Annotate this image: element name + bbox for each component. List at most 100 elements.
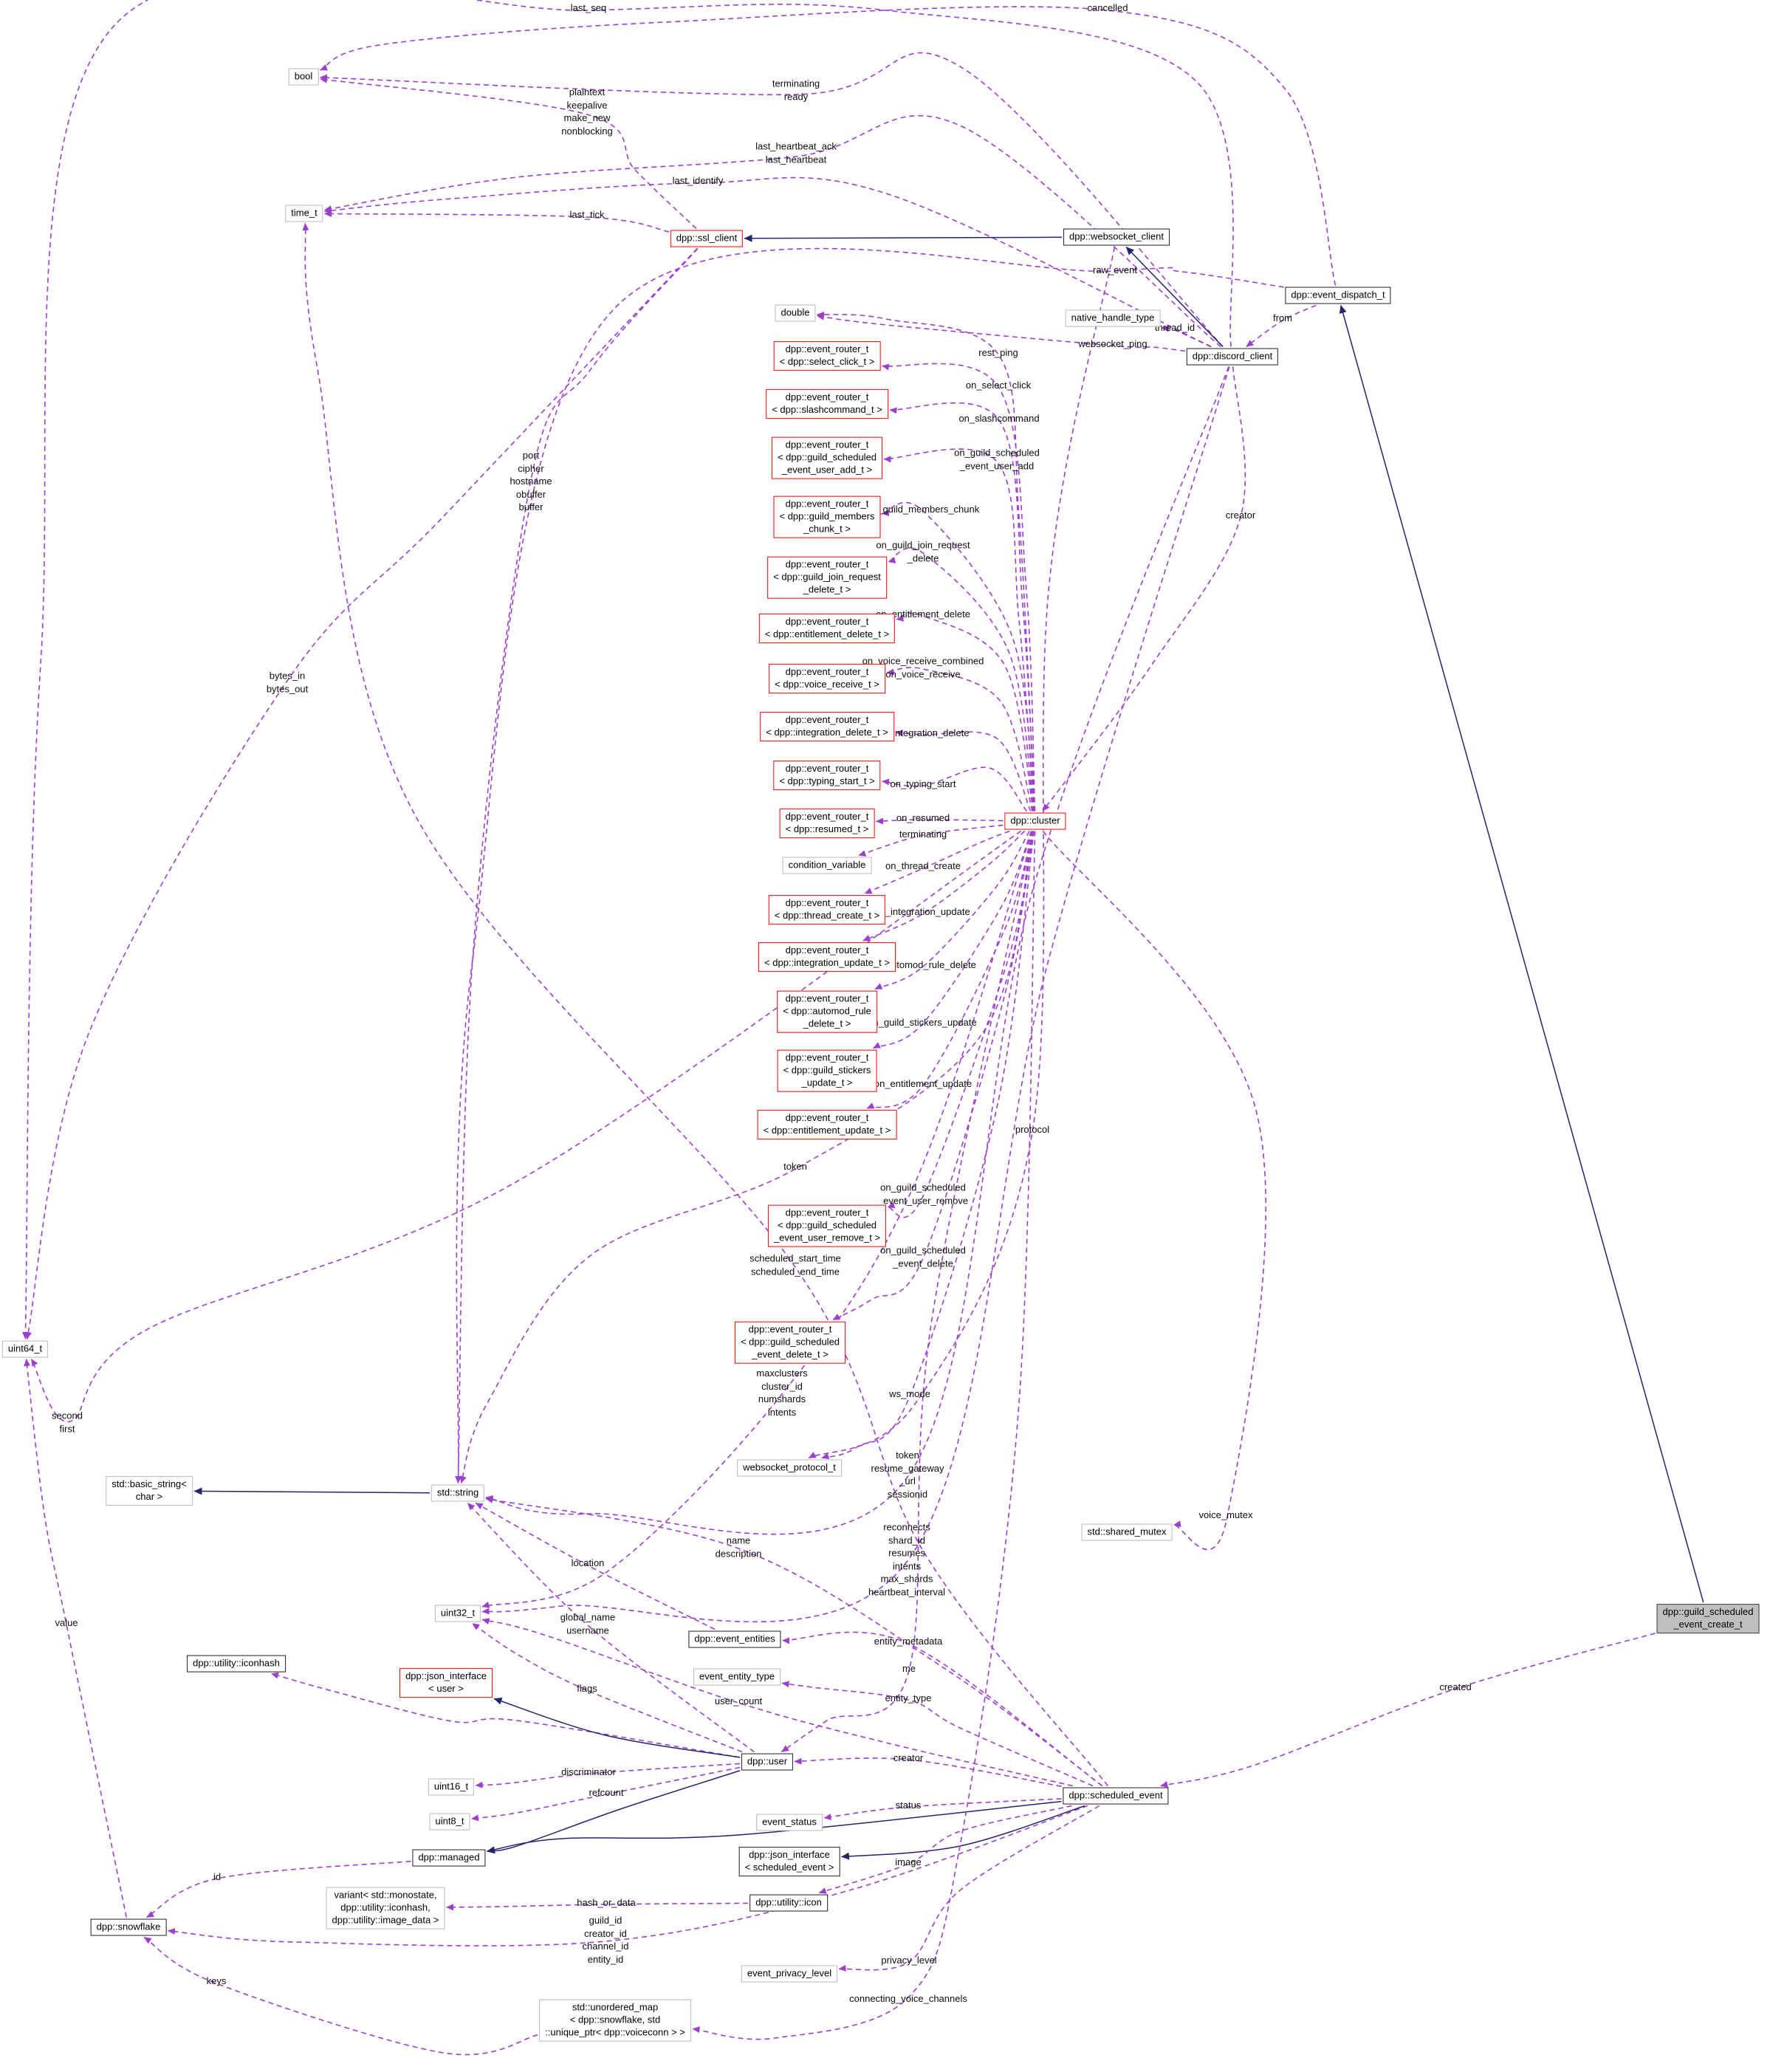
edge-ssl_client-to-time_t <box>324 210 670 233</box>
node-websocket_client[interactable]: dpp::websocket_client <box>1063 228 1170 246</box>
edge-event_dispatch_t-to-discord_client <box>1246 304 1317 348</box>
node-label-line: dpp::user <box>747 1755 788 1767</box>
node-ssl_client[interactable]: dpp::ssl_client <box>670 230 744 247</box>
edge-label: protocol <box>1015 1124 1050 1136</box>
node-event_entities[interactable]: dpp::event_entities <box>688 1630 781 1648</box>
node-condvar: condition_variable <box>782 857 872 874</box>
node-label-line: uint64_t <box>7 1342 43 1354</box>
edge-label: keys <box>206 1975 227 1987</box>
node-r15[interactable]: dpp::event_router_t< dpp::entitlement_up… <box>757 1110 897 1139</box>
edge-cluster-to-r2 <box>889 402 1035 812</box>
edge-target-to-event_dispatch_t <box>1339 305 1704 1603</box>
node-uint64_t: uint64_t <box>1 1340 49 1358</box>
edge-label: entity_type <box>885 1692 932 1704</box>
node-label-line: native_handle_type <box>1071 312 1155 323</box>
node-label-line: double <box>781 306 810 318</box>
edge-label: on_guild_scheduled _event_delete <box>880 1244 966 1269</box>
node-r4[interactable]: dpp::event_router_t< dpp::guild_members_… <box>773 495 881 538</box>
edge-ssl_client-to-uint64_t <box>25 247 698 1339</box>
node-r2[interactable]: dpp::event_router_t< dpp::slashcommand_t… <box>766 389 888 419</box>
node-label-line: dpp::utility::icon <box>755 1896 822 1908</box>
edge-target-to-scheduled_event <box>1160 1633 1656 1788</box>
node-label-line: dpp::event_router_t <box>785 391 869 403</box>
edge-cluster-to-uint32_t <box>481 831 1033 1608</box>
node-r5[interactable]: dpp::event_router_t< dpp::guild_join_req… <box>767 556 887 599</box>
node-r12[interactable]: dpp::event_router_t< dpp::integration_up… <box>758 942 896 972</box>
edge-label: voice_mutex <box>1198 1509 1253 1521</box>
node-label-line: websocket_protocol_t <box>743 1461 836 1473</box>
node-bool: bool <box>288 68 319 86</box>
node-json_iface_sched[interactable]: dpp::json_interface< scheduled_event > <box>738 1847 840 1876</box>
node-label-line: _event_user_add_t > <box>781 464 873 476</box>
edge-cluster-to-uint64_t <box>30 830 1022 1422</box>
node-label-line: _event_user_remove_t > <box>773 1232 881 1243</box>
node-r9[interactable]: dpp::event_router_t< dpp::typing_start_t… <box>773 761 881 790</box>
edge-label: on_guild_scheduled _event_user_remove <box>877 1181 969 1206</box>
node-label-line: condition_variable <box>788 859 866 871</box>
node-utility_icon[interactable]: dpp::utility::icon <box>749 1894 828 1912</box>
node-r13[interactable]: dpp::event_router_t< dpp::automod_rule_d… <box>777 990 877 1033</box>
edge-label: guild_id creator_id channel_id entity_id <box>582 1914 629 1965</box>
node-label-line: < dpp::entitlement_update_t > <box>763 1125 891 1136</box>
node-iconhash[interactable]: dpp::utility::iconhash <box>187 1655 286 1673</box>
node-r8[interactable]: dpp::event_router_t< dpp::integration_de… <box>760 712 894 741</box>
node-event_dispatch_t[interactable]: dpp::event_dispatch_t <box>1285 287 1391 304</box>
node-user[interactable]: dpp::user <box>741 1753 794 1771</box>
node-r6[interactable]: dpp::event_router_t< dpp::entitlement_de… <box>758 614 896 643</box>
node-label-line: dpp::managed <box>418 1851 480 1863</box>
node-snowflake[interactable]: dpp::snowflake <box>90 1918 167 1936</box>
node-json_iface_user[interactable]: dpp::json_interface< user > <box>399 1668 493 1698</box>
node-r1[interactable]: dpp::event_router_t< dpp::select_click_t… <box>773 341 881 371</box>
node-r14[interactable]: dpp::event_router_t< dpp::guild_stickers… <box>777 1049 877 1092</box>
edge-scheduled_event-to-event_entities <box>782 1631 1103 1787</box>
edge-label: scheduled_start_time scheduled_end_time <box>749 1252 841 1277</box>
node-label-line: < dpp::guild_join_request <box>773 571 881 583</box>
node-label-line: < dpp::integration_delete_t > <box>766 727 888 738</box>
node-label-line: dpp::event_router_t <box>785 558 869 570</box>
edge-cluster-to-r15 <box>866 831 1033 1109</box>
edge-label: global_name username <box>560 1611 616 1636</box>
node-label-line: dpp::discord_client <box>1192 350 1273 362</box>
node-managed[interactable]: dpp::managed <box>412 1849 486 1867</box>
node-label-line: dpp::event_router_t <box>785 714 869 726</box>
node-r17[interactable]: dpp::event_router_t< dpp::guild_schedule… <box>734 1321 846 1364</box>
node-label-line: dpp::event_router_t <box>785 439 869 450</box>
edge-cluster-to-r8 <box>895 730 1032 812</box>
node-r3[interactable]: dpp::event_router_t< dpp::guild_schedule… <box>771 436 883 479</box>
edge-label: ws_mode <box>889 1388 930 1400</box>
node-r16[interactable]: dpp::event_router_t< dpp::guild_schedule… <box>767 1204 887 1247</box>
edge-label: last_tick <box>569 209 605 221</box>
node-label-line: std::unordered_map <box>572 2001 659 2013</box>
edge-label: refcount <box>589 1787 624 1799</box>
node-r10[interactable]: dpp::event_router_t< dpp::resumed_t > <box>779 809 875 838</box>
node-label-line: dpp::utility::iconhash <box>193 1657 280 1669</box>
edge-cluster-to-r9 <box>882 766 1028 812</box>
node-label-line: event_entity_type <box>699 1670 775 1682</box>
node-event_status: event_status <box>756 1814 823 1831</box>
node-label-line: dpp::json_interface <box>405 1670 487 1682</box>
edge-discord_client-to-uint64_t <box>22 0 1234 1339</box>
edge-label: websocket_ping <box>1078 338 1148 350</box>
edge-discord_client-to-time_t <box>324 114 1221 348</box>
edge-event_entities-to-std_string <box>475 1502 716 1630</box>
edge-discord_client-to-uint32_t <box>481 366 1230 1623</box>
node-label-line: dpp::event_router_t <box>785 343 869 355</box>
edge-label: on_select_click <box>965 380 1032 391</box>
node-r7[interactable]: dpp::event_router_t< dpp::voice_receive_… <box>769 664 885 693</box>
edge-label: on_guild_stickers_update <box>868 1017 977 1029</box>
node-cluster[interactable]: dpp::cluster <box>1004 812 1066 830</box>
node-scheduled_event[interactable]: dpp::scheduled_event <box>1063 1787 1169 1805</box>
edge-label: last_identify <box>672 175 724 187</box>
node-label-line: dpp::ssl_client <box>676 232 738 244</box>
node-label-line: < dpp::snowflake, std <box>569 2014 661 2025</box>
edge-label: created <box>1439 1681 1472 1693</box>
node-uint8_t: uint8_t <box>429 1813 470 1831</box>
node-r11[interactable]: dpp::event_router_t< dpp::thread_create_… <box>768 895 886 924</box>
node-label-line: dpp::event_router_t <box>785 944 869 956</box>
node-discord_client[interactable]: dpp::discord_client <box>1186 348 1279 366</box>
edge-label: hash_or_data <box>577 1897 636 1909</box>
edge-label: flags <box>577 1683 597 1695</box>
edge-snowflake-to-uint64_t <box>24 1359 127 1918</box>
edge-label: privacy_level <box>881 1955 937 1966</box>
node-label-line: dpp::event_router_t <box>785 498 869 510</box>
